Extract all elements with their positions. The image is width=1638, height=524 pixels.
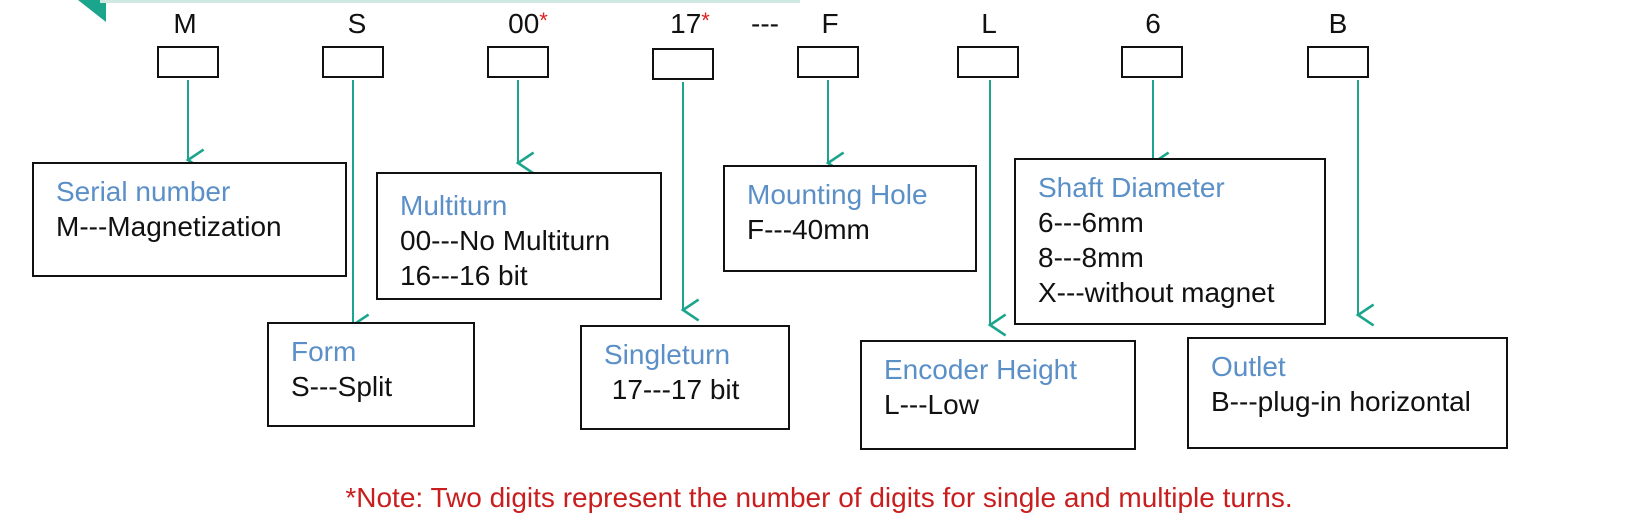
serial-number-box: Serial number M---Magnetization bbox=[32, 162, 347, 277]
note-marker: * bbox=[539, 8, 548, 33]
box-title: Serial number bbox=[56, 176, 231, 207]
box-line: S---Split bbox=[291, 371, 393, 402]
code-letter-6: 6 bbox=[1145, 8, 1161, 39]
code-box-6 bbox=[1121, 46, 1183, 78]
encoder-height-box: Encoder Height L---Low bbox=[860, 340, 1136, 450]
box-line: F---40mm bbox=[747, 214, 870, 245]
box-line: 17---17 bit bbox=[604, 374, 740, 405]
multiturn-box: Multiturn 00---No Multiturn 16---16 bit bbox=[376, 172, 662, 300]
code-box-singleturn bbox=[652, 48, 714, 80]
singleturn-box: Singleturn 17---17 bit bbox=[580, 325, 790, 430]
box-title: Mounting Hole bbox=[747, 179, 928, 210]
box-title: Singleturn bbox=[604, 339, 731, 370]
code-letter-singleturn: 17* bbox=[670, 8, 710, 39]
box-line: 6---6mm bbox=[1038, 207, 1144, 238]
form-box: Form S---Split bbox=[267, 322, 475, 427]
box-line: L---Low bbox=[884, 389, 979, 420]
code-letter-l: L bbox=[981, 8, 997, 39]
code-separator: --- bbox=[751, 8, 779, 39]
box-title: Multiturn bbox=[400, 190, 508, 221]
box-title: Form bbox=[291, 336, 357, 367]
box-title: Outlet bbox=[1211, 351, 1286, 382]
code-box-l bbox=[957, 46, 1019, 78]
outlet-box: Outlet B---plug-in horizontal bbox=[1187, 337, 1508, 449]
shaft-diameter-box: Shaft Diameter 6---6mm 8---8mm X---witho… bbox=[1014, 158, 1326, 325]
code-box-multiturn bbox=[487, 46, 549, 78]
box-line: X---without magnet bbox=[1038, 277, 1275, 308]
box-title: Shaft Diameter bbox=[1038, 172, 1225, 203]
box-line: B---plug-in horizontal bbox=[1211, 386, 1471, 417]
box-title: Encoder Height bbox=[884, 354, 1078, 385]
top-rule bbox=[100, 0, 800, 3]
note-marker: * bbox=[701, 8, 710, 33]
mounting-hole-box: Mounting Hole F---40mm bbox=[723, 165, 977, 272]
code-box-m bbox=[157, 46, 219, 78]
code-letter-multiturn: 00* bbox=[508, 8, 548, 39]
box-line: M---Magnetization bbox=[56, 211, 282, 242]
footnote: *Note: Two digits represent the number o… bbox=[345, 482, 1293, 513]
box-line: 16---16 bit bbox=[400, 260, 528, 291]
code-box-s bbox=[322, 46, 384, 78]
box-line: 8---8mm bbox=[1038, 242, 1144, 273]
box-line: 00---No Multiturn bbox=[400, 225, 611, 256]
code-box-b bbox=[1307, 46, 1369, 78]
code-letter-s: S bbox=[347, 8, 367, 39]
code-box-f bbox=[797, 46, 859, 78]
code-letter-b: B bbox=[1328, 8, 1348, 39]
corner-triangle-icon bbox=[78, 0, 106, 22]
code-letter-m: M bbox=[173, 8, 197, 39]
code-letter-f: F bbox=[821, 8, 839, 39]
